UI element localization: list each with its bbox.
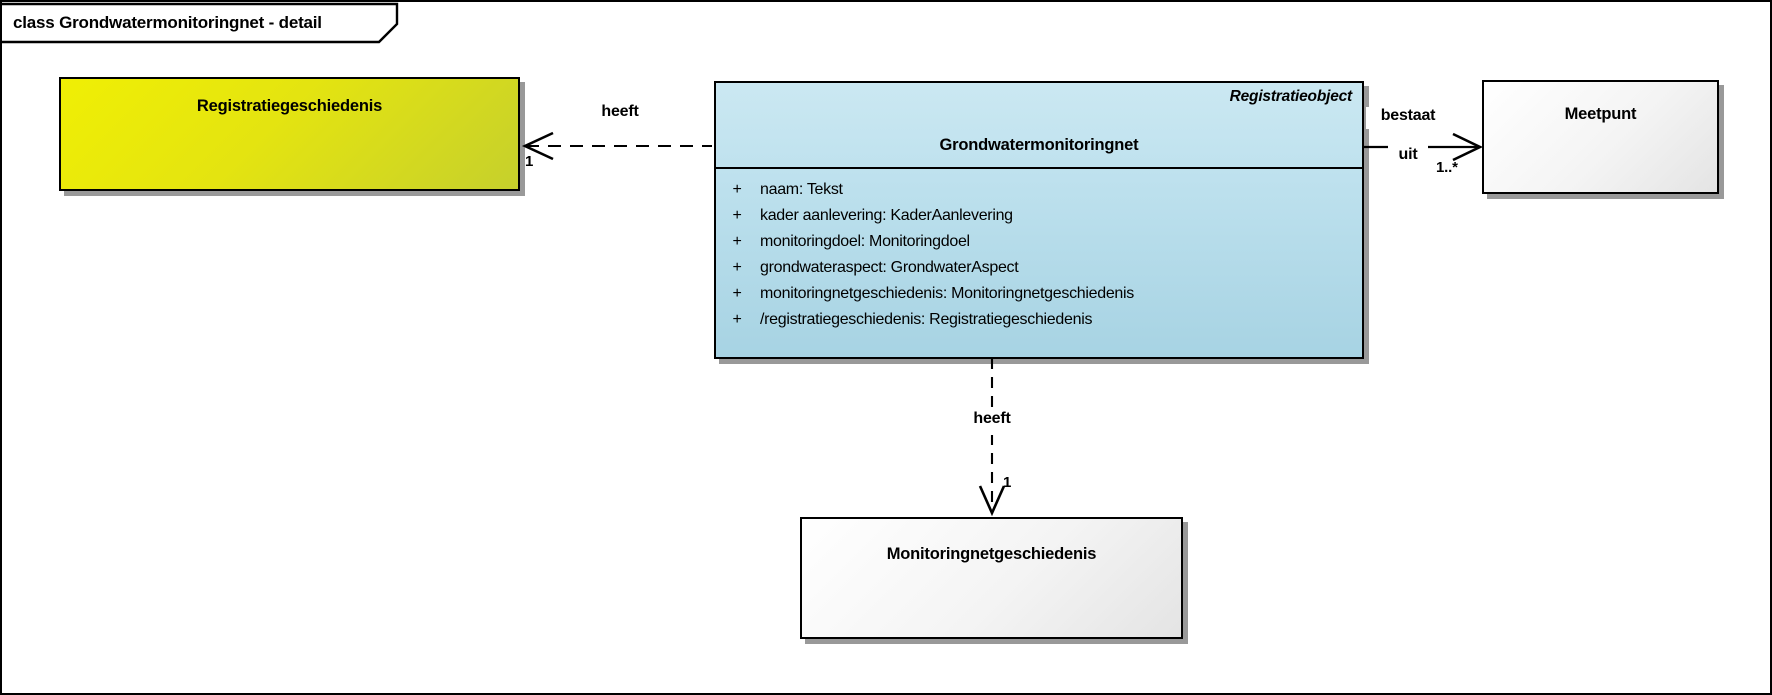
frame-tab-shape — [2, 2, 399, 44]
multiplicity-heeft-left: 1 — [525, 153, 534, 170]
attribute-row: + monitoringnetgeschiedenis: Monitoringn… — [716, 281, 1362, 307]
class-name-grondwatermonitoringnet: Grondwatermonitoringnet — [939, 136, 1139, 154]
class-box-registratiegeschiedenis[interactable]: Registratiegeschiedenis — [59, 77, 520, 191]
attribute-text: naam: Tekst — [760, 181, 843, 198]
class-name-registratiegeschiedenis: Registratiegeschiedenis — [196, 97, 383, 115]
class-name-monitoringnetgeschiedenis: Monitoringnetgeschiedenis — [886, 545, 1097, 563]
connector-label-heeft-down: heeft — [958, 407, 1026, 435]
frame-title: class Grondwatermonitoringnet - detail — [13, 13, 322, 32]
multiplicity-bestaat-uit: 1..* — [1436, 159, 1458, 176]
class-box-monitoringnetgeschiedenis[interactable]: Monitoringnetgeschiedenis — [800, 517, 1183, 639]
visibility-plus-icon: + — [732, 233, 742, 250]
attribute-row: + /registratiegeschiedenis: Registratieg… — [716, 307, 1362, 333]
attributes-compartment: + naam: Tekst + kader aanlevering: Kader… — [716, 169, 1362, 333]
attribute-row: + kader aanlevering: KaderAanlevering — [716, 203, 1362, 229]
attribute-text: monitoringdoel: Monitoringdoel — [760, 233, 970, 250]
visibility-plus-icon: + — [732, 259, 742, 276]
visibility-plus-icon: + — [732, 207, 742, 224]
attribute-text: monitoringnetgeschiedenis: Monitoringnet… — [760, 285, 1134, 302]
class-box-grondwatermonitoringnet[interactable]: Registratieobject Grondwatermonitoringne… — [714, 81, 1364, 359]
attribute-row: + naam: Tekst — [716, 177, 1362, 203]
class-header: Registratieobject Grondwatermonitoringne… — [716, 83, 1362, 169]
connector-label-uit: uit — [1388, 143, 1428, 170]
visibility-plus-icon: + — [732, 181, 742, 198]
connector-label-heeft-left: heeft — [585, 103, 655, 125]
attribute-text: /registratiegeschiedenis: Registratieges… — [760, 311, 1093, 328]
attribute-text: grondwateraspect: GrondwaterAspect — [760, 259, 1019, 276]
attribute-row: + grondwateraspect: GrondwaterAspect — [716, 255, 1362, 281]
attribute-row: + monitoringdoel: Monitoringdoel — [716, 229, 1362, 255]
multiplicity-heeft-down: 1 — [1003, 474, 1012, 491]
visibility-plus-icon: + — [732, 285, 742, 302]
visibility-plus-icon: + — [732, 311, 742, 328]
open-arrowhead-down-icon — [978, 485, 1006, 517]
open-arrowhead-left-icon — [521, 131, 554, 161]
class-box-meetpunt[interactable]: Meetpunt — [1482, 80, 1719, 194]
stereotype-label: Registratieobject — [1229, 88, 1353, 105]
open-arrowhead-right-icon — [1452, 132, 1483, 162]
connector-label-bestaat: bestaat — [1366, 107, 1450, 129]
attribute-text: kader aanlevering: KaderAanlevering — [760, 207, 1013, 224]
class-name-meetpunt: Meetpunt — [1564, 105, 1637, 123]
